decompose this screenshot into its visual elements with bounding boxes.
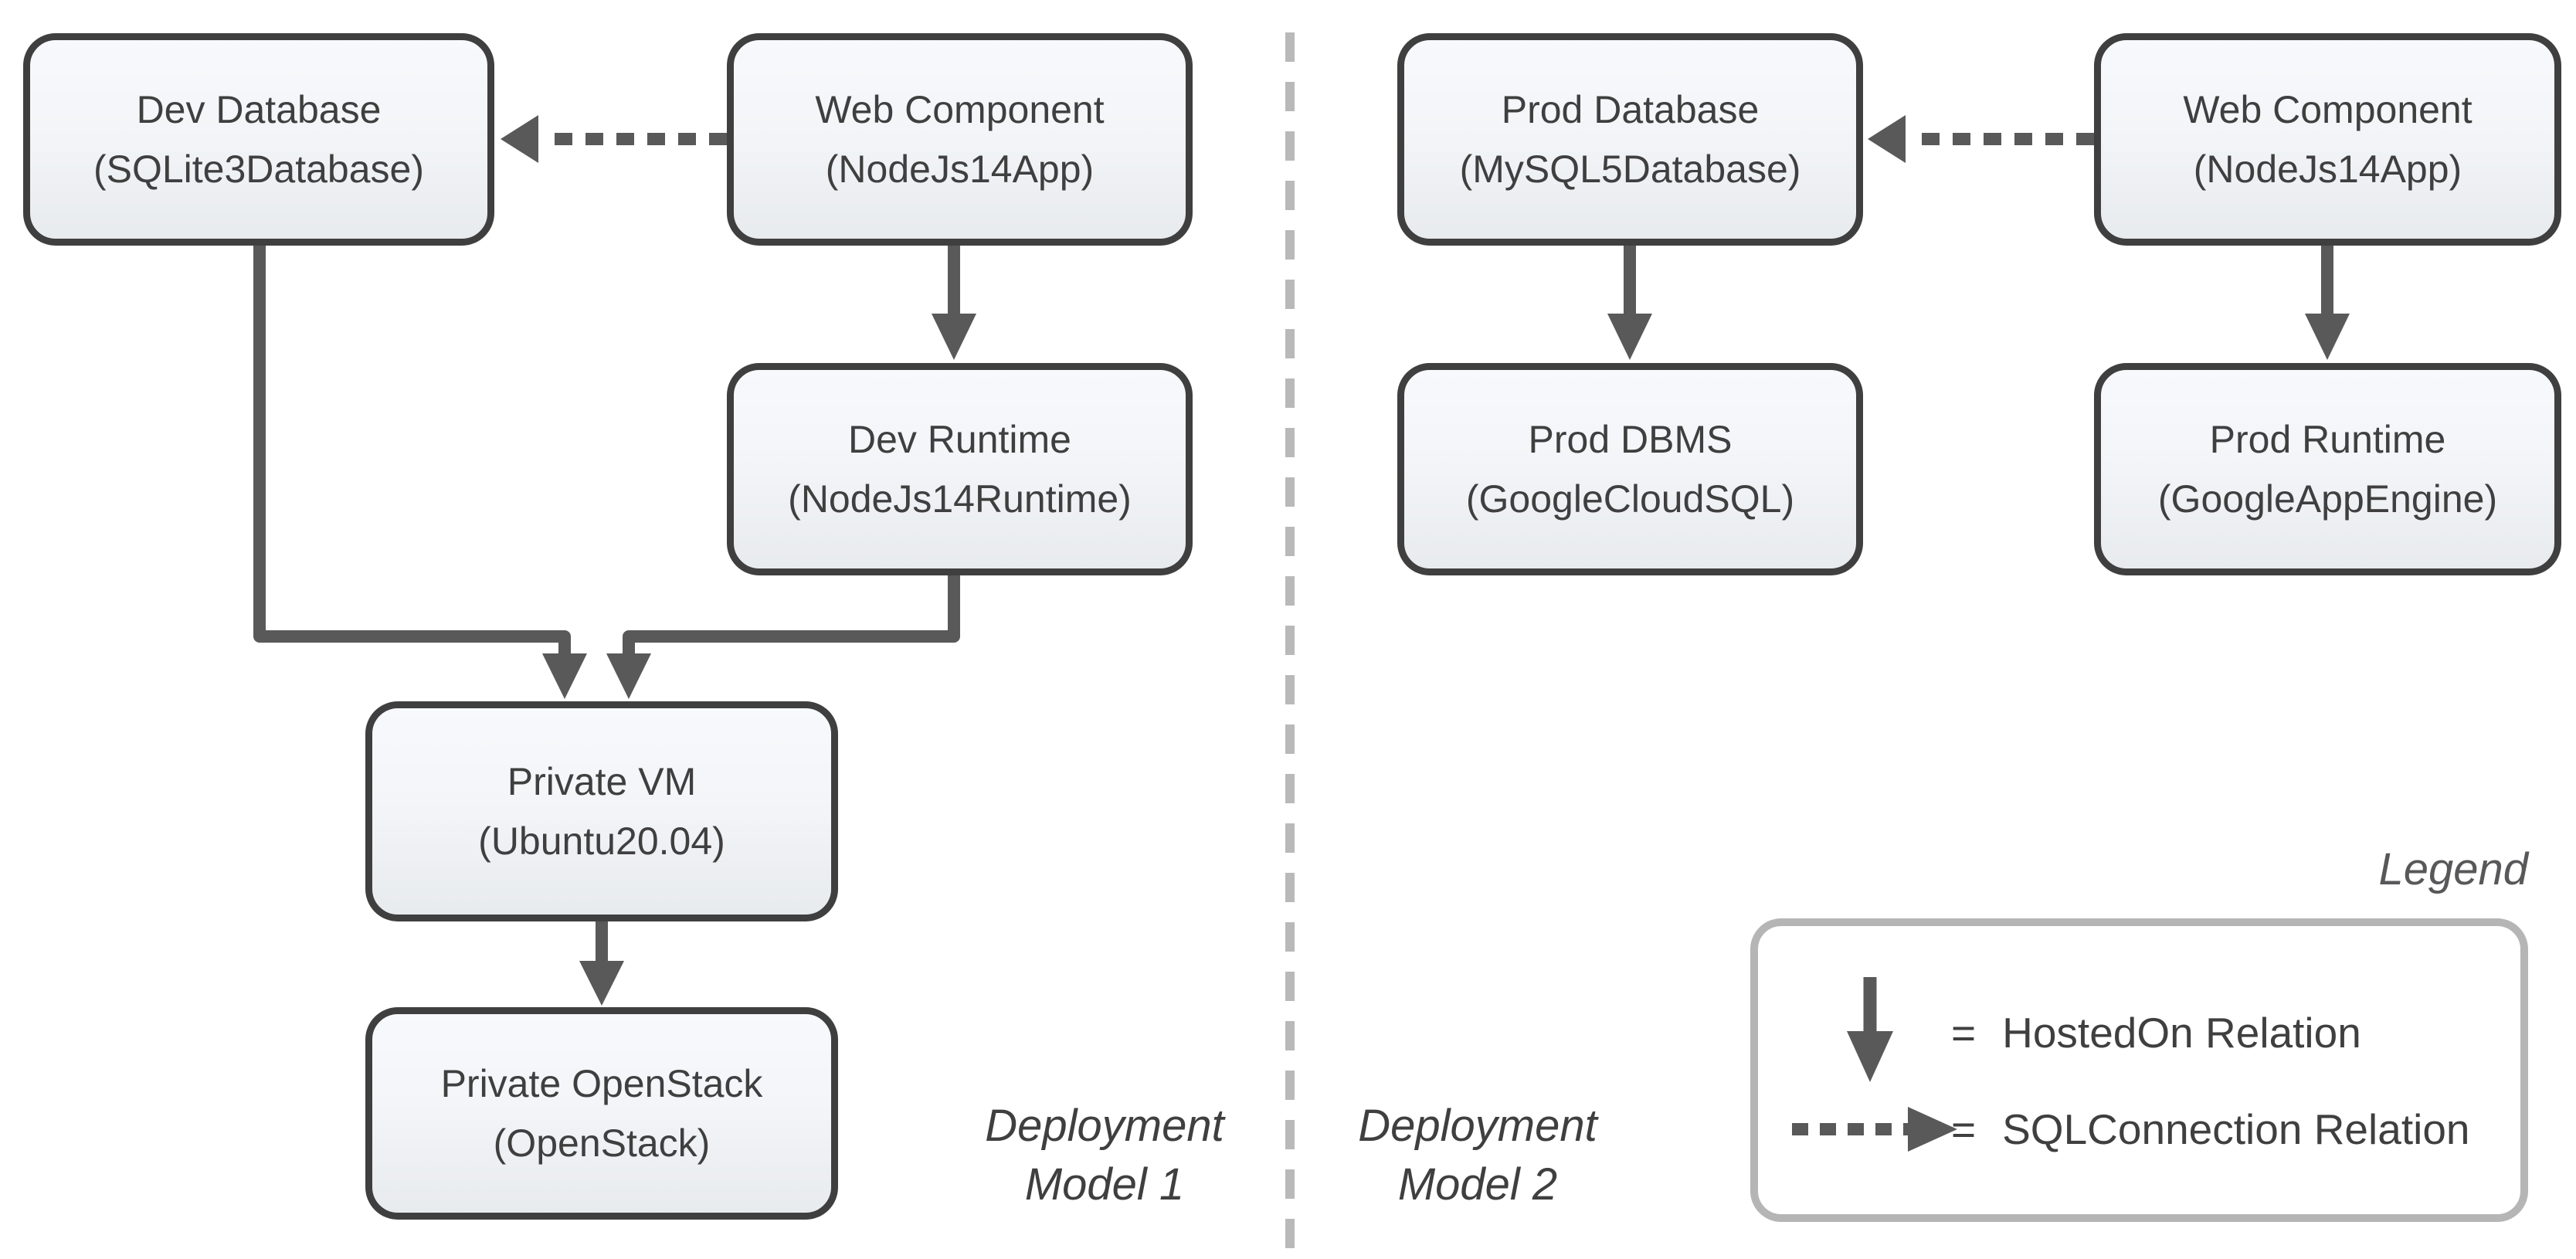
sqlconnection-arrow-prod xyxy=(1868,115,2094,163)
node-dev-runtime: Dev Runtime (NodeJs14Runtime) xyxy=(727,363,1193,575)
node-title: Private VM xyxy=(507,759,697,803)
node-private-vm: Private VM (Ubuntu20.04) xyxy=(365,701,838,921)
hostedon-arrow-icon xyxy=(1847,977,1893,1082)
hostedon-arrow-vm-openstack xyxy=(579,919,624,1006)
hostedon-arrow-web1-devruntime xyxy=(932,243,976,360)
node-subtitle: (NodeJs14App) xyxy=(825,147,1095,191)
hostedon-arrow-devruntime-vm xyxy=(606,573,960,699)
legend-item-hostedon: = HostedOn Relation xyxy=(1951,1006,2361,1060)
caption-line: Model 1 xyxy=(1024,1159,1185,1210)
legend-item-label: SQLConnection Relation xyxy=(2002,1105,2470,1153)
node-subtitle: (MySQL5Database) xyxy=(1459,147,1801,191)
caption-line: Deployment xyxy=(985,1101,1224,1151)
node-title: Web Component xyxy=(2183,87,2472,131)
node-web-component-1: Web Component (NodeJs14App) xyxy=(727,33,1193,246)
node-private-openstack: Private OpenStack (OpenStack) xyxy=(365,1007,838,1220)
node-title: Prod DBMS xyxy=(1528,417,1733,461)
node-title: Prod Runtime xyxy=(2209,417,2446,461)
node-subtitle: (GoogleAppEngine) xyxy=(2157,477,2498,521)
equals-sign: = xyxy=(1951,1105,1977,1153)
node-title: Web Component xyxy=(815,87,1105,131)
node-web-component-2: Web Component (NodeJs14App) xyxy=(2094,33,2561,246)
node-subtitle: (NodeJs14App) xyxy=(2193,147,2462,191)
node-prod-dbms: Prod DBMS (GoogleCloudSQL) xyxy=(1397,363,1863,575)
legend-item-label: HostedOn Relation xyxy=(2002,1009,2361,1057)
node-dev-database: Dev Database (SQLite3Database) xyxy=(23,33,494,246)
caption-deployment-model-2: Deployment Model 2 xyxy=(1246,1097,1709,1214)
hostedon-arrow-web2-prodruntime xyxy=(2305,243,2350,360)
node-prod-runtime: Prod Runtime (GoogleAppEngine) xyxy=(2094,363,2561,575)
legend-box: = HostedOn Relation = SQLConnection Rela… xyxy=(1750,918,2528,1222)
node-prod-database: Prod Database (MySQL5Database) xyxy=(1397,33,1863,246)
node-subtitle: (SQLite3Database) xyxy=(93,147,424,191)
caption-line: Model 2 xyxy=(1397,1159,1558,1210)
equals-sign: = xyxy=(1951,1009,1977,1057)
node-title: Dev Database xyxy=(136,87,382,131)
legend-title: Legend xyxy=(2378,844,2528,894)
node-title: Dev Runtime xyxy=(848,417,1071,461)
node-subtitle: (Ubuntu20.04) xyxy=(478,819,725,863)
node-subtitle: (NodeJs14Runtime) xyxy=(788,477,1132,521)
node-subtitle: (OpenStack) xyxy=(493,1121,711,1165)
node-title: Private OpenStack xyxy=(440,1061,763,1105)
legend-item-sqlconnection: = SQLConnection Relation xyxy=(1951,1105,2470,1154)
caption-line: Deployment xyxy=(1358,1101,1597,1151)
sqlconnection-arrow-icon xyxy=(1792,1107,1957,1152)
node-title: Prod Database xyxy=(1501,87,1760,131)
node-subtitle: (GoogleCloudSQL) xyxy=(1465,477,1795,521)
caption-deployment-model-1: Deployment Model 1 xyxy=(873,1097,1336,1214)
sqlconnection-arrow-dev xyxy=(501,115,727,163)
hostedon-arrow-proddb-dbms xyxy=(1607,243,1652,360)
hostedon-arrow-devdb-vm xyxy=(253,243,587,699)
